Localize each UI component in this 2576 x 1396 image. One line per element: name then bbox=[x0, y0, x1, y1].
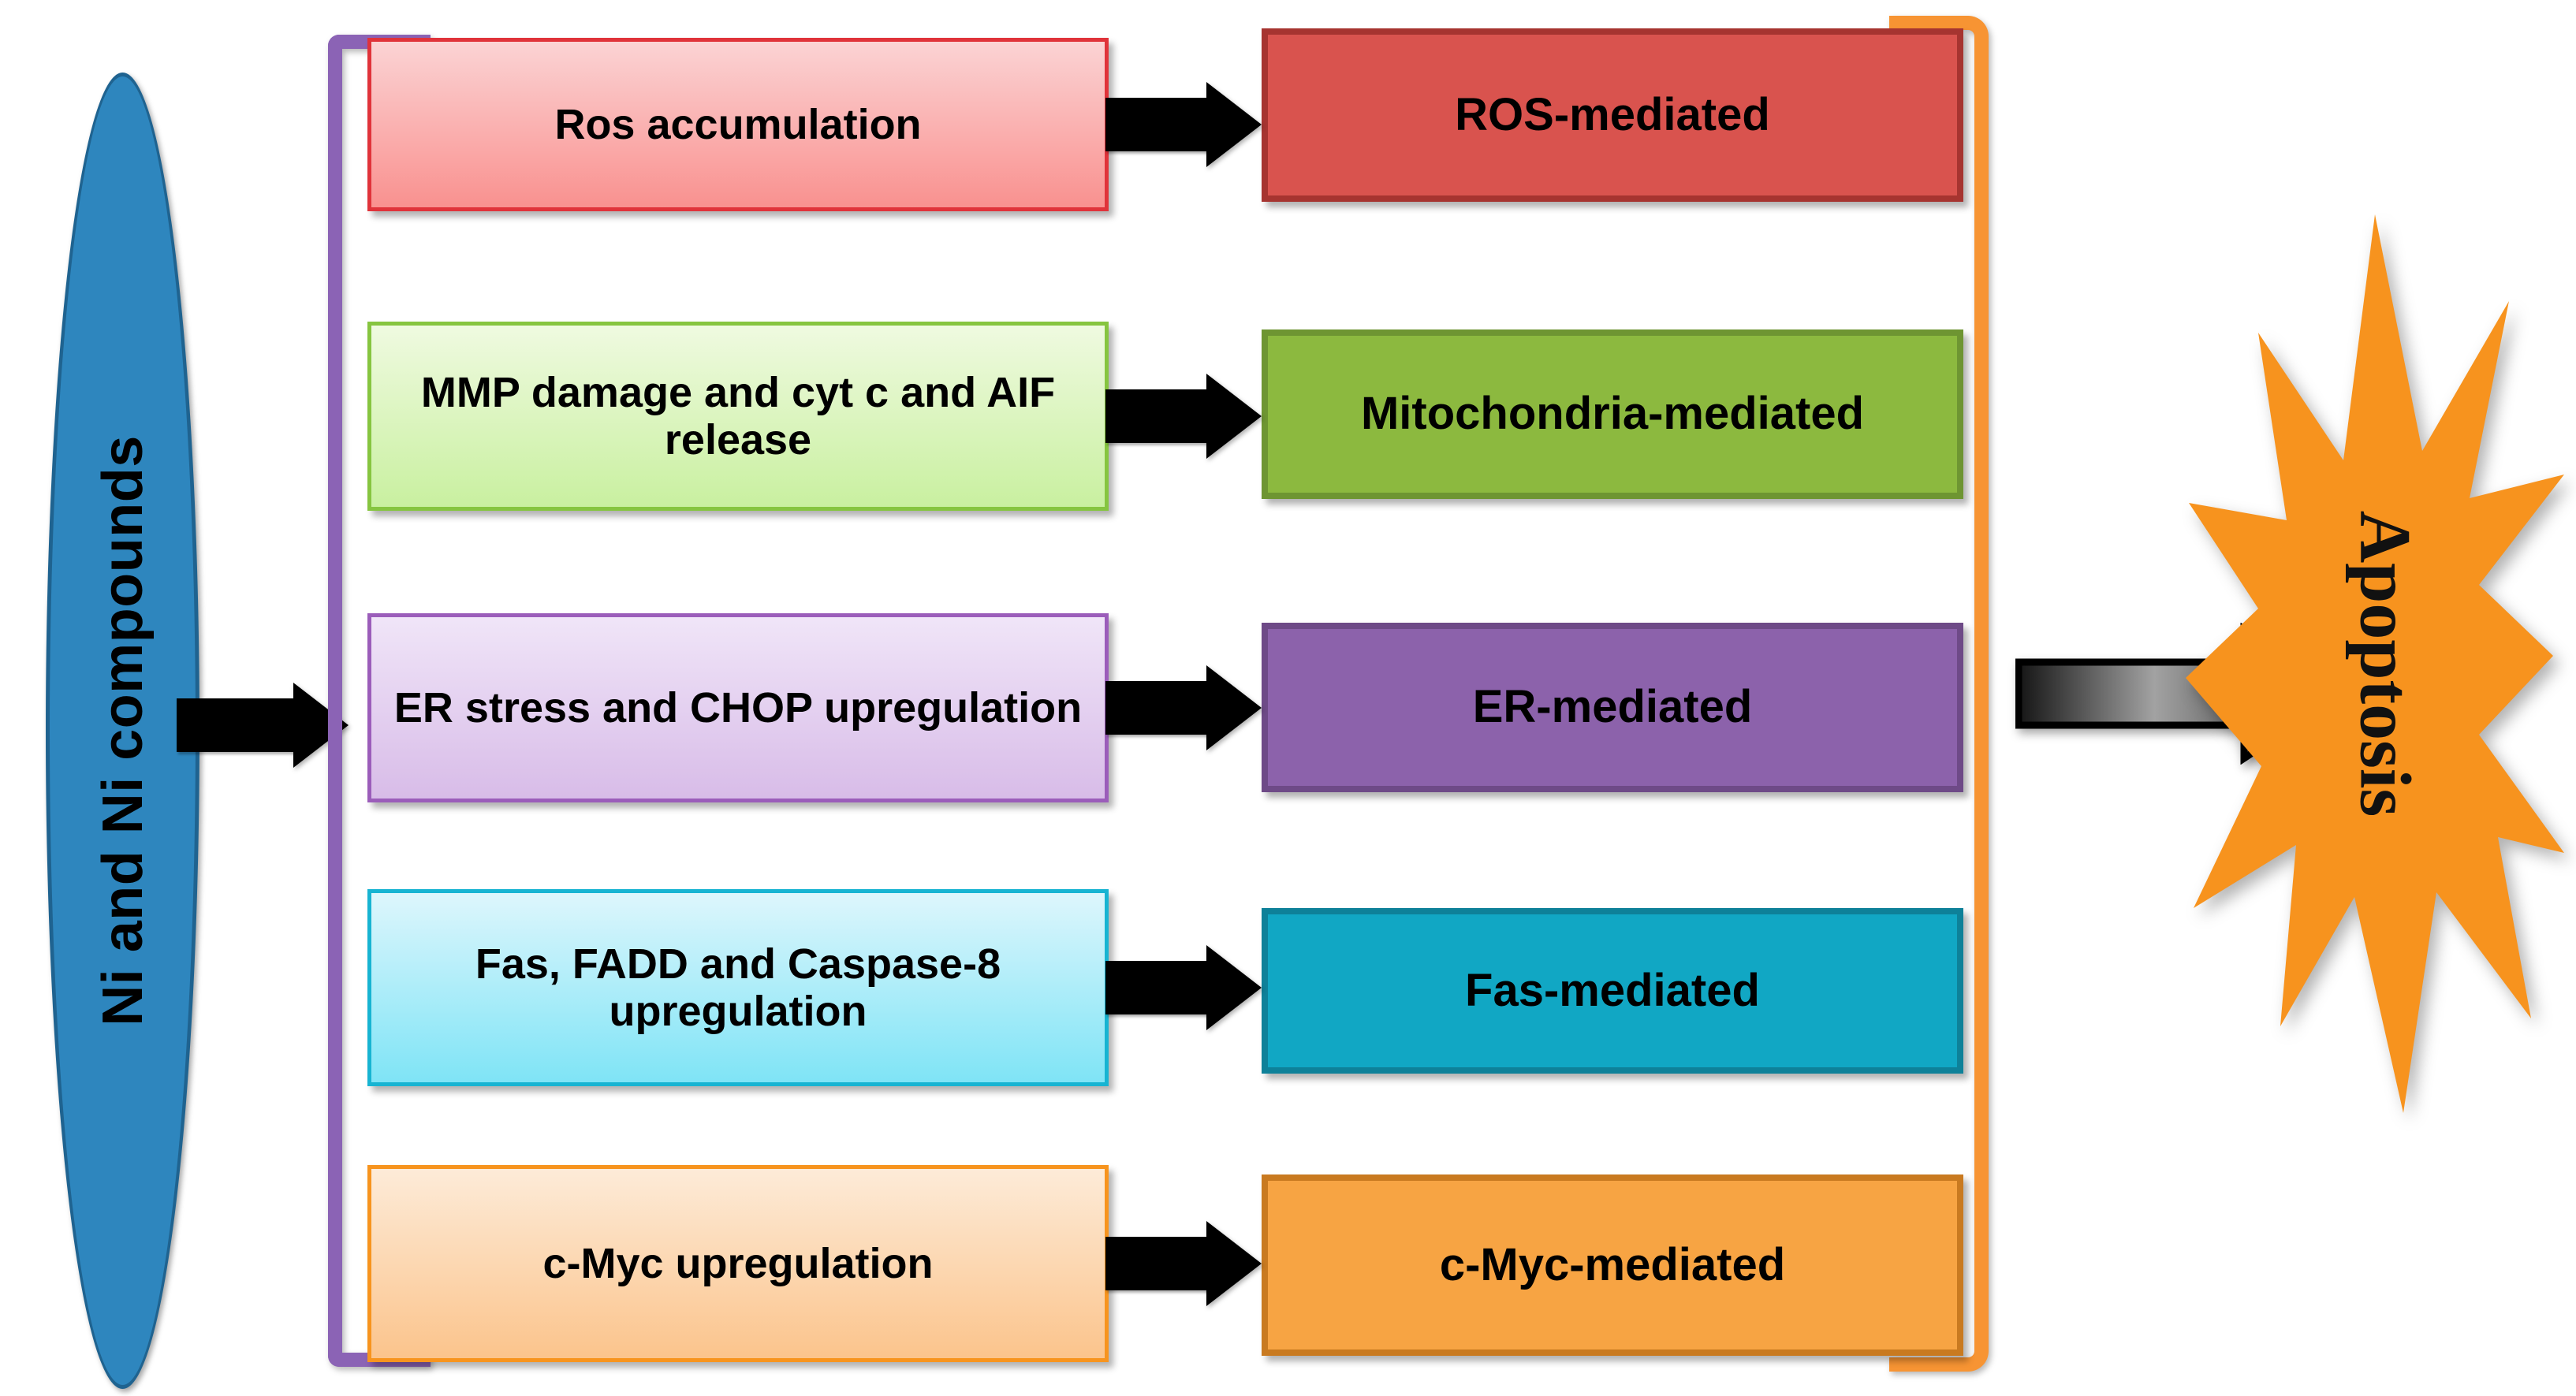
source-node-label: Ni and Ni compounds bbox=[91, 435, 155, 1026]
mechanism-box-5: c-Myc upregulation bbox=[367, 1165, 1109, 1362]
outcome-box-1: ROS-mediated bbox=[1262, 28, 1963, 202]
outcome-box-2: Mitochondria-mediated bbox=[1262, 329, 1963, 499]
arrow-head bbox=[1206, 1221, 1262, 1306]
mechanism-box-2: MMP damage and cyt c and AIF release bbox=[367, 322, 1109, 511]
mechanism-box-3: ER stress and CHOP upregulation bbox=[367, 613, 1109, 802]
mechanism-box-1: Ros accumulation bbox=[367, 38, 1109, 211]
arrow-head bbox=[1206, 665, 1262, 750]
arrow-shaft bbox=[1105, 961, 1208, 1014]
mechanism-box-label: MMP damage and cyt c and AIF release bbox=[420, 368, 1056, 463]
outcome-box-4: Fas-mediated bbox=[1262, 908, 1963, 1074]
arrow-head bbox=[1206, 945, 1262, 1030]
arrow-head bbox=[293, 683, 349, 768]
mechanism-box-label: ER stress and CHOP upregulation bbox=[393, 683, 1083, 732]
arrow-head bbox=[1206, 82, 1262, 167]
outcome-box-label: Fas-mediated bbox=[1465, 964, 1760, 1016]
outcome-box-label: Mitochondria-mediated bbox=[1360, 388, 1865, 440]
mechanism-box-4: Fas, FADD and Caspase-8 upregulation bbox=[367, 889, 1109, 1086]
outcome-box-5: c-Myc-mediated bbox=[1262, 1175, 1963, 1356]
source-node-ni-compounds: Ni and Ni compounds bbox=[46, 73, 199, 1389]
arrow-head bbox=[1206, 374, 1262, 459]
outcome-box-label: c-Myc-mediated bbox=[1439, 1238, 1786, 1290]
mechanism-box-label: c-Myc upregulation bbox=[542, 1239, 934, 1287]
arrow-shaft bbox=[1105, 389, 1208, 443]
apoptosis-outcome-star: Apoptosis bbox=[2186, 214, 2564, 1113]
outcome-box-label: ROS-mediated bbox=[1455, 88, 1770, 140]
mechanism-box-label: Ros accumulation bbox=[554, 100, 922, 148]
outcome-box-label: ER-mediated bbox=[1472, 681, 1753, 733]
arrow-shaft bbox=[1105, 98, 1208, 151]
arrow-shaft bbox=[1105, 681, 1208, 735]
arrow-shaft bbox=[1105, 1237, 1208, 1290]
mechanism-box-label: Fas, FADD and Caspase-8 upregulation bbox=[475, 940, 1001, 1035]
outcome-box-3: ER-mediated bbox=[1262, 623, 1963, 792]
arrow-shaft bbox=[177, 698, 295, 752]
